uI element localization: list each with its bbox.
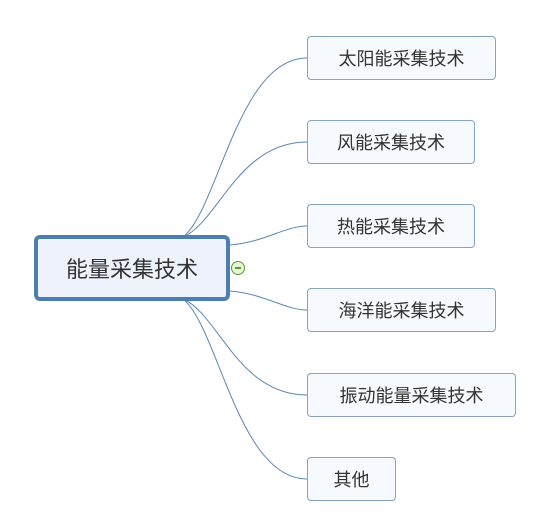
subtopic-ocean[interactable]: 海洋能采集技术	[307, 288, 496, 332]
subtopic-solar[interactable]: 太阳能采集技术	[307, 36, 496, 80]
connector-line	[229, 290, 308, 311]
subtopic-wind[interactable]: 风能采集技术	[307, 120, 475, 164]
minus-circle-icon[interactable]	[231, 261, 245, 275]
connector-line	[182, 57, 308, 238]
connector-line	[182, 298, 308, 480]
central-topic[interactable]: 能量采集技术	[34, 235, 230, 301]
connector-line	[182, 141, 308, 238]
subtopic-thermal[interactable]: 热能采集技术	[307, 204, 475, 248]
subtopic-vibration[interactable]: 振动能量采集技术	[307, 373, 516, 417]
subtopic-other[interactable]: 其他	[307, 457, 396, 501]
connector-line	[229, 225, 308, 246]
connector-line	[182, 298, 308, 396]
